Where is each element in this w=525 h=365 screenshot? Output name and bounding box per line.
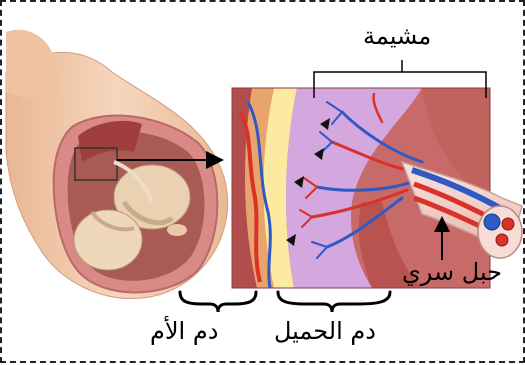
maternal-brace [180,292,256,312]
label-fetal-blood: دم الحميل [274,319,376,343]
label-maternal-blood: دم الأم [150,319,218,343]
label-placenta: مشيمة [363,24,431,48]
label-umbilical-cord: حبل سري [402,260,502,284]
pregnant-body [6,30,228,299]
fetal-brace [278,292,390,312]
